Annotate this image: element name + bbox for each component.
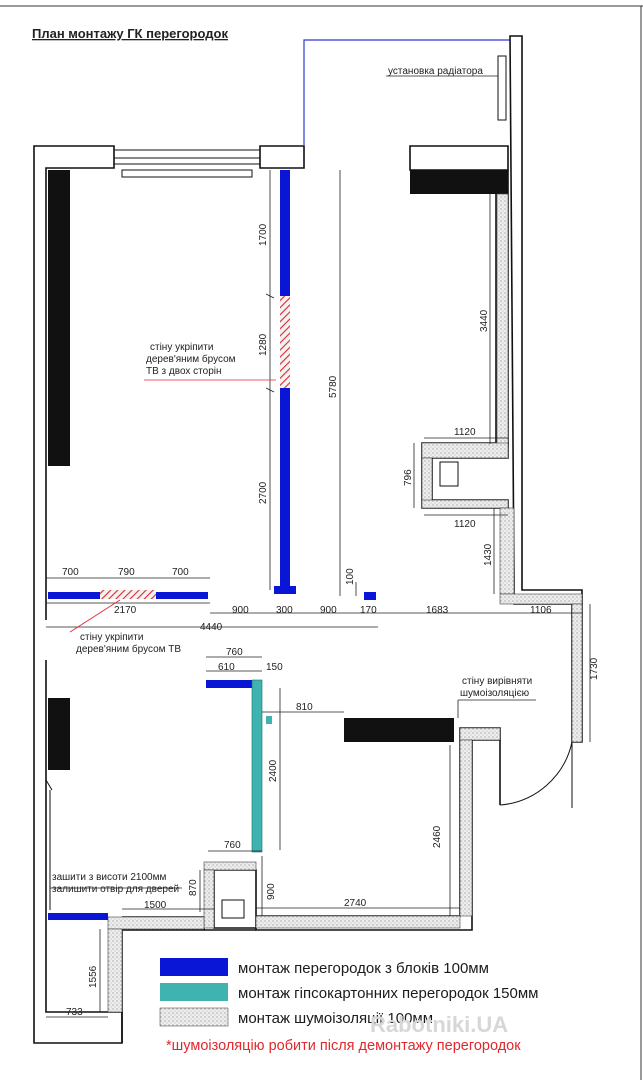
dimension-labels: 1700 1280 2700 5780 3440 1120 1120 796 1… <box>62 223 600 1018</box>
note-tv-wall-1-line2: дерев'яним брусом <box>146 353 236 365</box>
dim-1683: 1683 <box>426 605 449 616</box>
dim-1730: 1730 <box>589 657 600 680</box>
dim-1700: 1700 <box>258 223 269 246</box>
dim-100: 100 <box>345 568 356 585</box>
dim-2170: 2170 <box>114 605 137 616</box>
legend-blocks-label: монтаж перегородок з блоків 100мм <box>238 960 489 977</box>
tv-reinforcement-strip-horizontal <box>100 590 156 599</box>
dimension-lines <box>46 75 591 1018</box>
dim-760-bottom: 760 <box>224 840 241 851</box>
dim-1430: 1430 <box>483 543 494 566</box>
dim-2460: 2460 <box>432 825 443 848</box>
note-tv-wall-1-line1: стіну укріпити <box>150 342 213 353</box>
dim-1280: 1280 <box>258 333 269 356</box>
dim-610: 610 <box>218 662 235 673</box>
dim-1556: 1556 <box>88 965 99 988</box>
legend-drywall-label: монтаж гіпсокартонних перегородок 150мм <box>238 985 539 1002</box>
dim-170: 170 <box>360 605 377 616</box>
dim-760-top: 760 <box>226 647 243 658</box>
dim-2740: 2740 <box>344 898 367 909</box>
dim-790: 790 <box>118 567 135 578</box>
note-noise-wall-line1: стіну вирівняти <box>462 676 532 687</box>
dim-5780: 5780 <box>328 375 339 398</box>
legend-swatch-drywall <box>160 983 228 1001</box>
dim-2400: 2400 <box>268 759 279 782</box>
legend-swatch-blocks <box>160 958 228 976</box>
note-tv-wall-2-line2: дерев'яним брусом ТВ <box>76 643 181 655</box>
dim-4440: 4440 <box>200 622 223 633</box>
note-noise-wall-line2: шумоізоляцією <box>460 688 530 699</box>
legend-footnote: *шумоізоляцію робити після демонтажу пер… <box>166 1038 521 1054</box>
dim-733: 733 <box>66 1007 83 1018</box>
dim-900-b: 900 <box>320 605 337 616</box>
dim-1500: 1500 <box>144 900 167 911</box>
tv-reinforcement-strip-vertical <box>280 296 290 388</box>
legend-insulation-label: монтаж шумоізоляції 100мм <box>238 1010 433 1027</box>
note-tv-wall-1-line3: ТВ з двох сторін <box>146 366 222 377</box>
plan-title: План монтажу ГК перегородок <box>32 26 228 41</box>
drywall-partition <box>251 679 263 853</box>
watermark-logo: Rabotniki.UA <box>370 1012 508 1037</box>
note-radiator: установка радіатора <box>388 66 483 77</box>
drywall-marker <box>266 716 272 724</box>
note-door-line2: залишити отвір для дверей <box>52 884 179 895</box>
legend: монтаж перегородок з блоків 100мм монтаж… <box>159 958 539 1054</box>
legend-swatch-insulation <box>159 1007 229 1027</box>
plan-notes: установка радіатора стіну укріпити дерев… <box>52 66 532 895</box>
dim-3440: 3440 <box>479 309 490 332</box>
dark-wall-blocks <box>48 170 508 770</box>
dim-900-a: 900 <box>232 605 249 616</box>
dim-870: 870 <box>188 879 199 896</box>
dim-300: 300 <box>276 605 293 616</box>
dim-1106: 1106 <box>530 605 552 616</box>
dim-1120-top: 1120 <box>454 427 476 438</box>
dim-700-left: 700 <box>62 567 79 578</box>
note-tv-wall-2-line1: стіну укріпити <box>80 632 143 643</box>
dim-2700: 2700 <box>258 481 269 504</box>
dim-796: 796 <box>403 469 414 486</box>
note-door-line1: зашити з висоти 2100мм <box>52 872 166 883</box>
block-partitions <box>48 170 376 920</box>
insulation-areas <box>107 193 583 1013</box>
dim-810: 810 <box>296 702 313 713</box>
dim-900-c: 900 <box>266 883 277 900</box>
dim-700-right: 700 <box>172 567 189 578</box>
dim-1120-bottom: 1120 <box>454 519 476 530</box>
dim-150: 150 <box>266 662 283 673</box>
